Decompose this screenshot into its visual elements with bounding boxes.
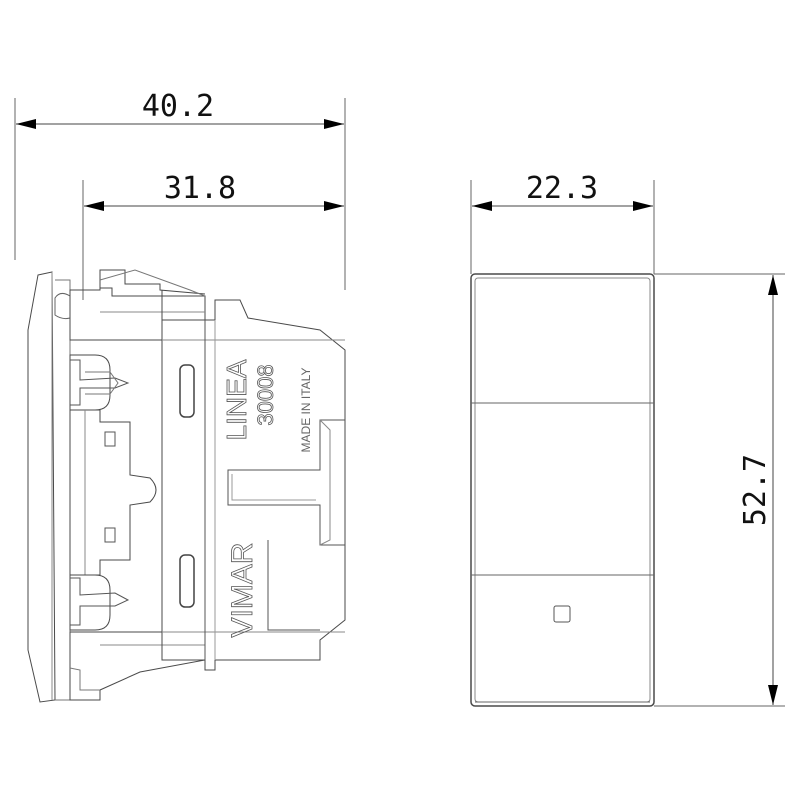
side-view: [27, 269, 346, 703]
brand-text: VIMAR: [226, 542, 259, 637]
front-view: [470, 273, 655, 707]
model-code-text: 30008: [253, 364, 278, 425]
indicator-square-icon: [553, 605, 571, 623]
dimension-width: 22.3: [470, 171, 655, 274]
dimension-label-overall-depth: 40.2: [142, 89, 214, 124]
front-outline: [470, 273, 655, 707]
series-text: LINEA: [221, 359, 252, 440]
dimension-body-depth: 31.8: [82, 171, 344, 300]
dimension-label-height: 52.7: [738, 454, 773, 526]
rocker-plate: [27, 271, 56, 703]
dimension-overall-depth: 40.2: [14, 89, 346, 290]
front-inner-outline: [474, 277, 651, 703]
origin-text: MADE IN ITALY: [299, 368, 313, 453]
dimension-label-body-depth: 31.8: [164, 171, 236, 206]
side-view-markings: VIMAR LINEA 30008 MADE IN ITALY: [221, 359, 313, 638]
dimension-height: 52.7: [654, 273, 785, 707]
dimension-label-width: 22.3: [526, 171, 598, 206]
